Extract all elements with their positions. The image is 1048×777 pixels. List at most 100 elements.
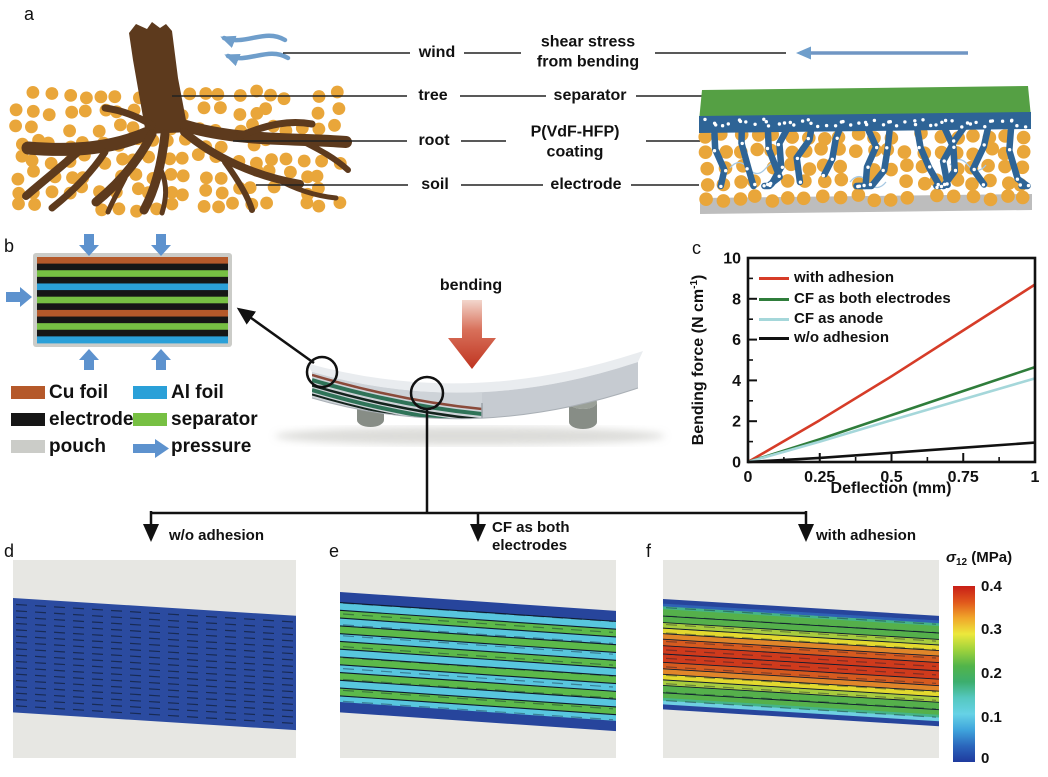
soil-dot: [44, 157, 58, 170]
soil-dot: [165, 186, 179, 199]
coating-dot: [745, 167, 749, 171]
electrode-particles: [698, 126, 1031, 208]
chart-legend-item-4: w/o adhesion: [794, 329, 890, 346]
electrode-particle: [1015, 160, 1030, 175]
electrode-particle: [716, 194, 731, 208]
electrode-particle: [765, 194, 780, 208]
coating-dot: [824, 123, 829, 128]
soil-dot: [332, 102, 346, 115]
coating-dot: [940, 120, 944, 125]
stress-stripe: [663, 693, 939, 716]
legend-electrode-label: electrode: [49, 409, 134, 430]
striation-line: [16, 660, 293, 680]
soil-dot: [214, 172, 228, 185]
stress-stripe: [340, 672, 616, 693]
striation-line: [16, 603, 293, 623]
x-tick-label: 0.25: [804, 469, 835, 486]
coating-dot: [939, 184, 944, 189]
striation-line: [666, 700, 936, 718]
coating-dot: [809, 121, 813, 126]
electrode-particle: [966, 129, 980, 143]
coating-tendril: [969, 118, 993, 188]
coating-dot: [777, 174, 781, 178]
stress-stripe: [663, 685, 939, 710]
coating-tendril: [939, 118, 972, 189]
y-tick-label: 2: [732, 414, 741, 431]
chart-y-axis-title: Bending force (N cm-1): [689, 274, 708, 446]
stack-layer-electrode: [37, 316, 228, 324]
coating-dot: [1026, 183, 1031, 188]
striation-line: [343, 635, 613, 655]
chart-series-line: [747, 283, 1036, 464]
y-tick-label: 10: [723, 251, 741, 268]
soil-dot: [9, 103, 23, 117]
coating-dot: [868, 182, 873, 187]
coating-dots: [703, 117, 1031, 190]
soil-dot: [259, 102, 272, 116]
y-tick-label: 6: [732, 332, 741, 349]
soil-dot: [12, 186, 26, 200]
coating-tendril: [710, 118, 728, 190]
striation-line: [343, 613, 613, 634]
chart-series-line: [747, 365, 1036, 464]
coating-dot: [887, 120, 891, 124]
striation-line: [666, 691, 936, 710]
soil-dot: [267, 180, 281, 194]
colorbar-tick-01: 0.1: [981, 709, 1002, 726]
coating-dot: [806, 136, 810, 141]
soil-dot: [78, 104, 92, 118]
stress-stripe: [663, 674, 939, 697]
electrode-particle: [719, 145, 733, 159]
electrode-particle: [780, 174, 795, 188]
stress-stripe: [663, 697, 939, 718]
soil-dot: [25, 120, 38, 134]
coating-dot: [816, 124, 820, 129]
stress-stripe: [663, 662, 939, 686]
legend-separator-label: separator: [171, 409, 258, 430]
chart-legend-swatch-4: [759, 336, 789, 340]
striation-line: [16, 616, 293, 636]
soil-dot: [300, 196, 314, 210]
stack-diagram: [33, 253, 232, 347]
stress-stripe: [663, 628, 939, 651]
stress-stripe: [340, 617, 616, 638]
coating-dot: [753, 182, 757, 187]
soil-dot: [176, 169, 190, 183]
coating-dot: [1015, 177, 1020, 181]
colorbar-tick-03: 0.3: [981, 621, 1002, 638]
soil-dot: [116, 152, 129, 166]
coating-dot: [928, 165, 932, 169]
soil-dot: [312, 199, 326, 213]
coating-tendril: [821, 118, 846, 178]
soil-dot: [328, 118, 341, 132]
electrode-particle: [1016, 145, 1031, 159]
soil-dot: [66, 171, 79, 185]
electrode-particle: [698, 130, 712, 144]
stack-layer-al: [37, 336, 228, 344]
chart-legend-item-3: CF as anode: [794, 310, 884, 327]
coating-dot: [934, 123, 938, 127]
electrode-particle: [734, 175, 748, 189]
shear-stress-label: shear stress from bending: [536, 33, 640, 70]
panel-d-label: d: [4, 541, 15, 561]
coating-dot: [833, 124, 838, 128]
coating-dot: [929, 123, 933, 128]
striation-line: [16, 686, 293, 705]
stress-stripe: [340, 603, 616, 629]
stress-stripe: [340, 696, 616, 722]
electrode-particle: [849, 144, 863, 158]
coating-dot: [744, 120, 748, 124]
striation-line: [343, 668, 613, 688]
stack-layer-separator: [37, 323, 228, 331]
chart-series-line: [747, 377, 1036, 464]
bending-arrow-icon: [448, 300, 496, 369]
striation-line: [666, 683, 936, 701]
y-tick-label: 0: [732, 455, 741, 472]
branch-arrows: [143, 409, 814, 542]
soil-dot: [301, 170, 314, 184]
electrode-particle: [816, 189, 830, 204]
coating-dot: [1015, 124, 1019, 128]
soil-dot: [250, 84, 263, 98]
pvdf-coating-label: P(VdF-HFP) coating: [530, 123, 620, 160]
